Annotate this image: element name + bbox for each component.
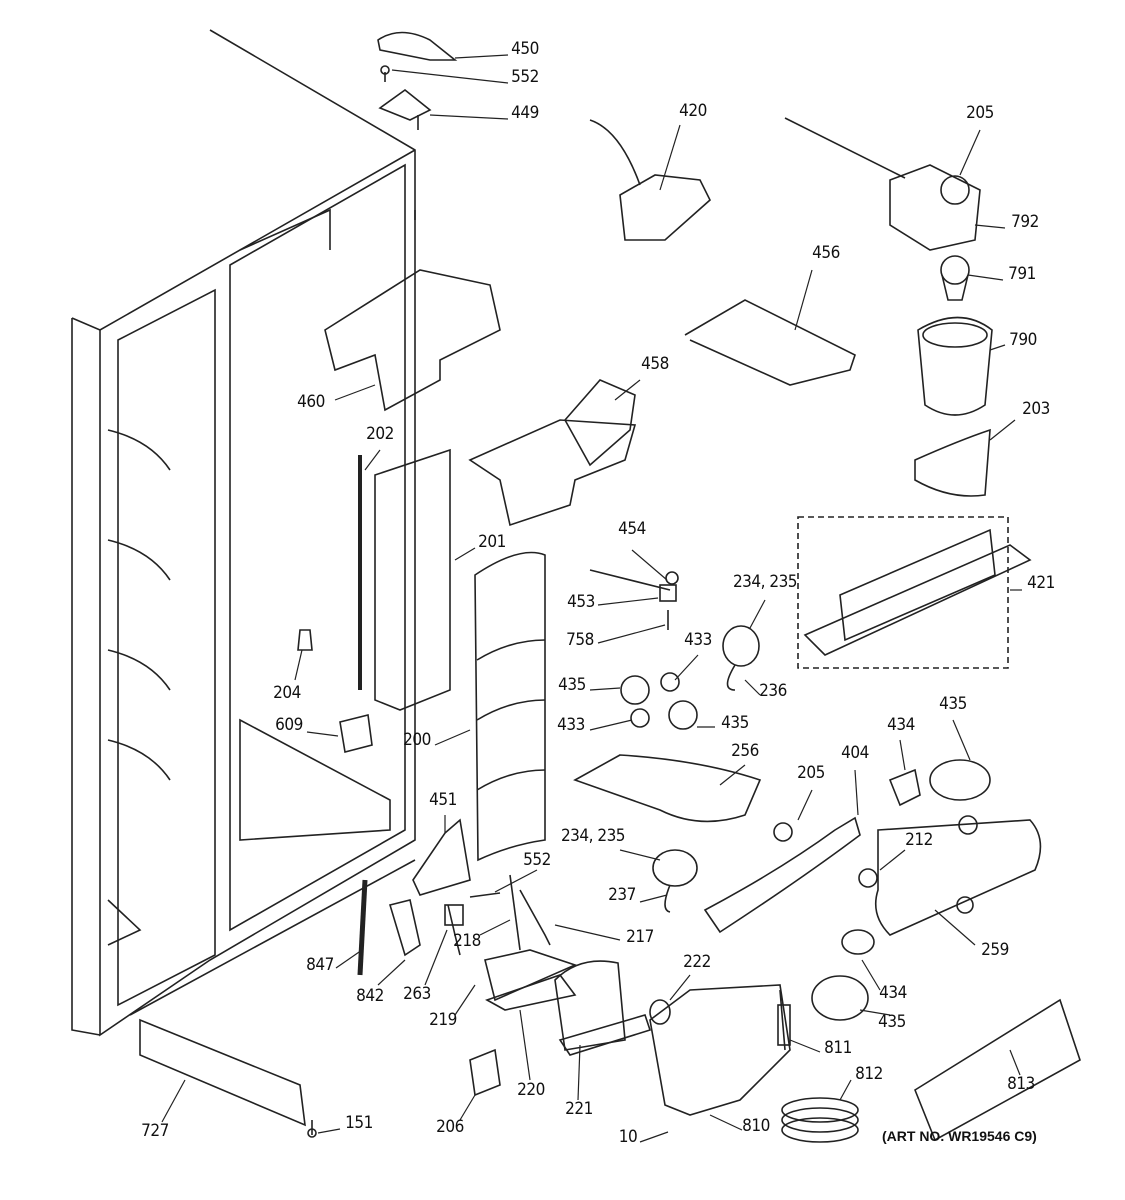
callout-451: 451 <box>429 790 457 810</box>
callout-205: 205 <box>797 763 825 783</box>
callout-205: 205 <box>966 103 994 123</box>
callout-222: 222 <box>683 952 711 972</box>
callout-204: 204 <box>273 683 301 703</box>
callout-456: 456 <box>812 243 840 263</box>
callout-435: 435 <box>878 1012 906 1032</box>
cabinet-liner <box>71 29 416 1037</box>
callout-200: 200 <box>403 730 431 750</box>
callout-420: 420 <box>679 101 707 121</box>
callout-259: 259 <box>981 940 1009 960</box>
callout-434: 434 <box>879 983 907 1003</box>
part-sketches <box>139 31 1081 1143</box>
callout-218: 218 <box>453 931 481 951</box>
callout-453: 453 <box>567 592 595 612</box>
callout-421: 421 <box>1027 573 1055 593</box>
callout-433: 433 <box>684 630 712 650</box>
callout-727: 727 <box>141 1121 169 1141</box>
callout-458: 458 <box>641 354 669 374</box>
callout-435: 435 <box>558 675 586 695</box>
callout-609: 609 <box>275 715 303 735</box>
callout-847: 847 <box>306 955 334 975</box>
callout-842: 842 <box>356 986 384 1006</box>
callout-450: 450 <box>511 39 539 59</box>
callout-434: 434 <box>887 715 915 735</box>
callout-433: 433 <box>557 715 585 735</box>
callout-219: 219 <box>429 1010 457 1030</box>
callout-217: 217 <box>626 927 654 947</box>
callout-256: 256 <box>731 741 759 761</box>
callout-790: 790 <box>1009 330 1037 350</box>
callout-449: 449 <box>511 103 539 123</box>
callout-812: 812 <box>855 1064 883 1084</box>
callout-10: 10 <box>618 1127 638 1147</box>
callout-552: 552 <box>511 67 539 87</box>
callout-234-235: 234, 235 <box>560 826 626 846</box>
leader-lines <box>161 54 1022 1143</box>
callout-220: 220 <box>517 1080 545 1100</box>
callout-791: 791 <box>1008 264 1036 284</box>
callout-435: 435 <box>939 694 967 714</box>
callout-792: 792 <box>1011 212 1039 232</box>
callout-263: 263 <box>403 984 431 1004</box>
art-number: (ART NO. WR19546 C9) <box>882 1128 1037 1144</box>
callout-221: 221 <box>565 1099 593 1119</box>
callout-435: 435 <box>721 713 749 733</box>
callout-404: 404 <box>841 743 869 763</box>
callout-460: 460 <box>297 392 325 412</box>
callout-203: 203 <box>1022 399 1050 419</box>
callout-237: 237 <box>608 885 636 905</box>
callout-552: 552 <box>523 850 551 870</box>
callout-758: 758 <box>566 630 594 650</box>
callout-151: 151 <box>345 1113 373 1133</box>
callout-234-235: 234, 235 <box>732 572 798 592</box>
callout-201: 201 <box>478 532 506 552</box>
callout-206: 206 <box>436 1117 464 1137</box>
callout-811: 811 <box>824 1038 852 1058</box>
callout-236: 236 <box>759 681 787 701</box>
callout-813: 813 <box>1007 1074 1035 1094</box>
callout-202: 202 <box>366 424 394 444</box>
callout-212: 212 <box>905 830 933 850</box>
callout-454: 454 <box>618 519 646 539</box>
callout-810: 810 <box>742 1116 770 1136</box>
